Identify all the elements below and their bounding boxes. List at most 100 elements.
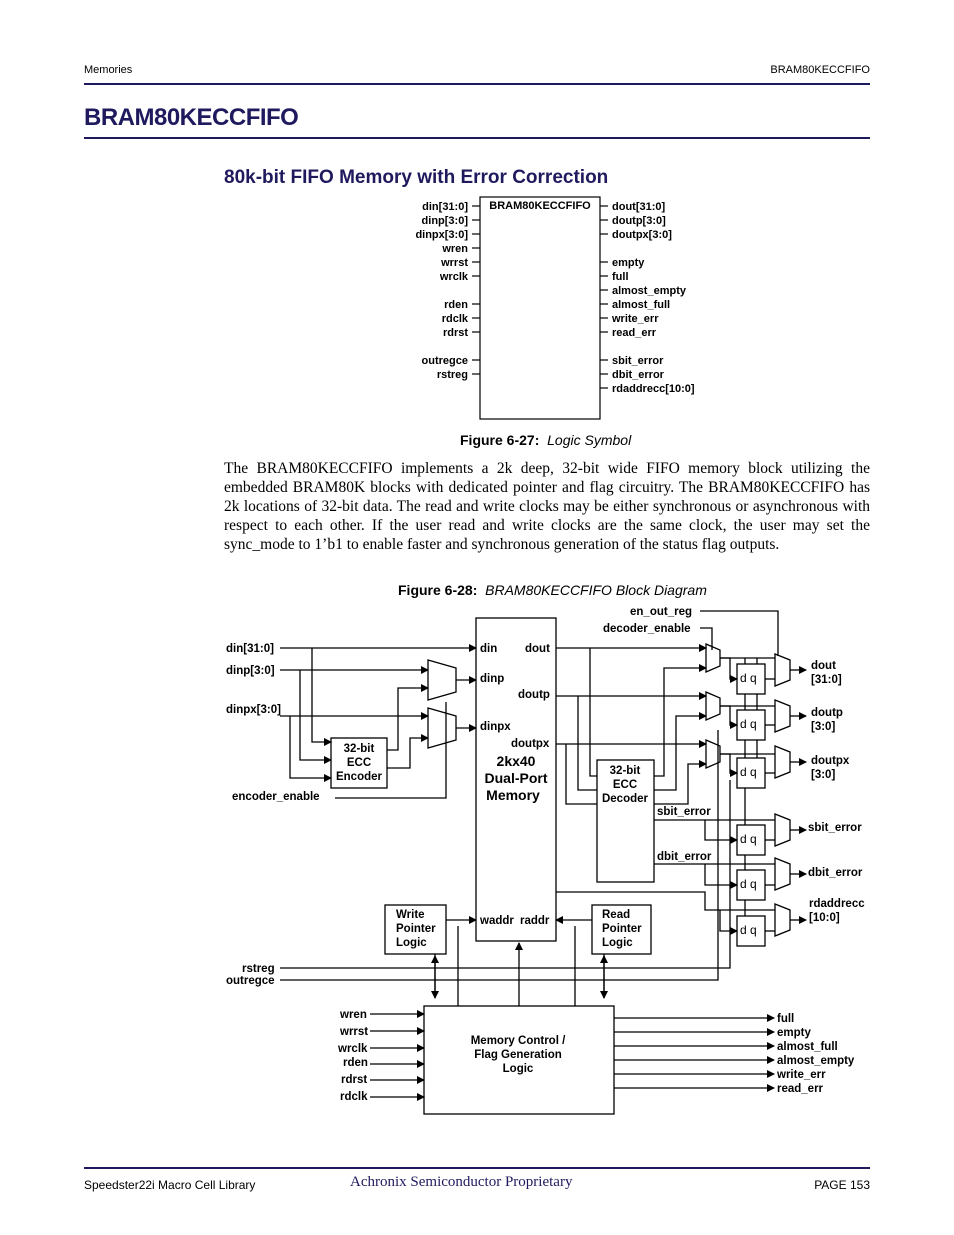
read-pointer-block bbox=[591, 904, 652, 955]
logic-symbol-output-label: empty bbox=[612, 257, 645, 269]
logic-symbol-output-label: write_err bbox=[611, 313, 659, 325]
logic-symbol-output-label: read_err bbox=[612, 327, 657, 339]
out-mux-sbit bbox=[774, 813, 791, 847]
reg-doutp bbox=[736, 709, 766, 741]
logic-symbol-input-label: rden bbox=[444, 299, 468, 311]
control-line1: Memory Control / bbox=[471, 1035, 566, 1047]
logic-symbol-output-label: dbit_error bbox=[612, 369, 665, 381]
ctrl-out-write-err: write_err bbox=[776, 1069, 826, 1081]
header-section: Memories bbox=[84, 64, 133, 76]
write-ptr-line2: Pointer bbox=[396, 923, 436, 935]
out-rdaddr-line2: [10:0] bbox=[809, 912, 840, 924]
logic-symbol-input-label: outregce bbox=[422, 355, 468, 367]
mem-name-line3: Memory bbox=[486, 787, 540, 803]
ctrl-out-empty: empty bbox=[777, 1027, 811, 1039]
bd-en-out-reg-label: en_out_reg bbox=[630, 606, 692, 618]
encoder-line2: ECC bbox=[347, 757, 371, 769]
out-doutpx-line1: doutpx bbox=[811, 755, 850, 767]
mem-din-port: din bbox=[480, 643, 497, 655]
mem-name-line1: 2kx40 bbox=[497, 753, 536, 769]
logic-symbol-name: BRAM80KECCFIFO bbox=[489, 200, 591, 212]
footer-center: Achronix Semiconductor Proprietary bbox=[350, 1174, 573, 1190]
input-mux-dinp bbox=[427, 659, 457, 701]
mem-doutp-port: doutp bbox=[518, 689, 550, 701]
bd-encoder-enable-label: encoder_enable bbox=[232, 791, 320, 803]
encoder-line3: Encoder bbox=[336, 771, 383, 783]
mem-dinpx-port: dinpx bbox=[480, 721, 511, 733]
mem-doutpx-port: doutpx bbox=[511, 738, 550, 750]
out-mux-dbit bbox=[774, 857, 791, 891]
write-ptr-line1: Write bbox=[396, 909, 425, 921]
logic-symbol-output-label: dout[31:0] bbox=[612, 201, 666, 213]
figure-28-caption: Figure 6-28: BRAM80KECCFIFO Block Diagra… bbox=[398, 582, 707, 598]
out-mux-dout bbox=[774, 653, 791, 687]
reg-dout bbox=[736, 663, 766, 695]
control-line3: Logic bbox=[503, 1063, 534, 1075]
input-mux-dinpx bbox=[427, 707, 457, 749]
logic-symbol: BRAM80KECCFIFO din[31:0] dinp[3:0] dinpx[3… bbox=[415, 196, 695, 420]
reg-dq-2: d q bbox=[740, 717, 757, 731]
logic-symbol-input-label: rdrst bbox=[443, 327, 468, 339]
ctrl-in-rdrst: rdrst bbox=[341, 1074, 367, 1086]
write-pointer-block bbox=[384, 904, 447, 955]
reg-dq-6: d q bbox=[740, 923, 757, 937]
header-rule bbox=[84, 83, 870, 85]
logic-symbol-output-label: doutp[3:0] bbox=[612, 215, 666, 227]
figure-28-label: Figure 6-28: bbox=[398, 582, 478, 598]
logic-symbol-output-label: almost_full bbox=[612, 299, 670, 311]
bd-rstreg-label: rstreg bbox=[242, 963, 275, 975]
logic-symbol-input-label: wrclk bbox=[439, 271, 469, 283]
logic-symbol-input-label: rdclk bbox=[442, 313, 469, 325]
bd-decoder-enable-label: decoder_enable bbox=[603, 623, 691, 635]
header-doc-name: BRAM80KECCFIFO bbox=[770, 64, 870, 76]
bd-dinpx-label: dinpx[3:0] bbox=[226, 704, 281, 716]
logic-symbol-output-label: rdaddrecc[10:0] bbox=[612, 383, 695, 395]
out-doutp-line2: [3:0] bbox=[811, 721, 835, 733]
decoder-line3: Decoder bbox=[602, 793, 649, 805]
logic-symbol-output-label: doutpx[3:0] bbox=[612, 229, 672, 241]
read-ptr-line2: Pointer bbox=[602, 923, 642, 935]
mem-dinp-port: dinp bbox=[480, 673, 504, 685]
reg-dq-3: d q bbox=[740, 765, 757, 779]
footer-rule bbox=[84, 1167, 870, 1169]
logic-symbol-input-label: dinp[3:0] bbox=[422, 215, 469, 227]
decoder-line1: 32-bit bbox=[610, 765, 641, 777]
figure-27-caption: Figure 6-27: Logic Symbol bbox=[460, 432, 631, 448]
ctrl-out-full: full bbox=[777, 1013, 794, 1025]
encoder-line1: 32-bit bbox=[344, 743, 375, 755]
bd-outregce-label: outregce bbox=[226, 975, 275, 987]
body-paragraph: The BRAM80KECCFIFO implements a 2k deep,… bbox=[224, 460, 870, 553]
out-mux-rdaddr bbox=[774, 903, 791, 937]
control-line2: Flag Generation bbox=[474, 1049, 562, 1061]
out-dout-line2: [31:0] bbox=[811, 674, 842, 686]
read-ptr-line1: Read bbox=[602, 909, 630, 921]
figure-28-text: BRAM80KECCFIFO Block Diagram bbox=[485, 582, 707, 598]
out-dout-line1: dout bbox=[811, 660, 836, 672]
logic-symbol-output-label: almost_empty bbox=[612, 285, 687, 297]
mem-raddr-port: raddr bbox=[520, 915, 550, 927]
out-mux-doutp bbox=[774, 699, 791, 733]
ctrl-out-almost-empty: almost_empty bbox=[777, 1055, 855, 1067]
logic-symbol-input-label: dinpx[3:0] bbox=[415, 229, 468, 241]
mem-waddr-port: waddr bbox=[479, 915, 514, 927]
logic-symbol-input-label: wrrst bbox=[440, 257, 468, 269]
read-ptr-line3: Logic bbox=[602, 937, 633, 949]
ctrl-out-read-err: read_err bbox=[777, 1083, 824, 1095]
out-mux-doutpx bbox=[774, 745, 791, 779]
ctrl-in-rden: rden bbox=[343, 1057, 368, 1069]
write-ptr-line3: Logic bbox=[396, 937, 427, 949]
ctrl-in-wrclk: wrclk bbox=[337, 1043, 368, 1055]
mem-dout-port: dout bbox=[525, 643, 550, 655]
ecc-decoder-block bbox=[596, 759, 655, 883]
out-sbit-label: sbit_error bbox=[808, 822, 862, 834]
bd-din-label: din[31:0] bbox=[226, 643, 274, 655]
out-doutp-line1: doutp bbox=[811, 707, 843, 719]
memory-block bbox=[475, 617, 557, 942]
decoder-line2: ECC bbox=[613, 779, 637, 791]
logic-symbol-box bbox=[479, 196, 601, 420]
title-rule bbox=[84, 137, 870, 139]
block-diagram: din[31:0] dinp[3:0] dinpx[3:0] encoder_e… bbox=[226, 606, 865, 1115]
logic-symbol-input-label: din[31:0] bbox=[422, 201, 468, 213]
out-dbit-label: dbit_error bbox=[808, 867, 863, 879]
dec-mux-2 bbox=[705, 691, 721, 721]
